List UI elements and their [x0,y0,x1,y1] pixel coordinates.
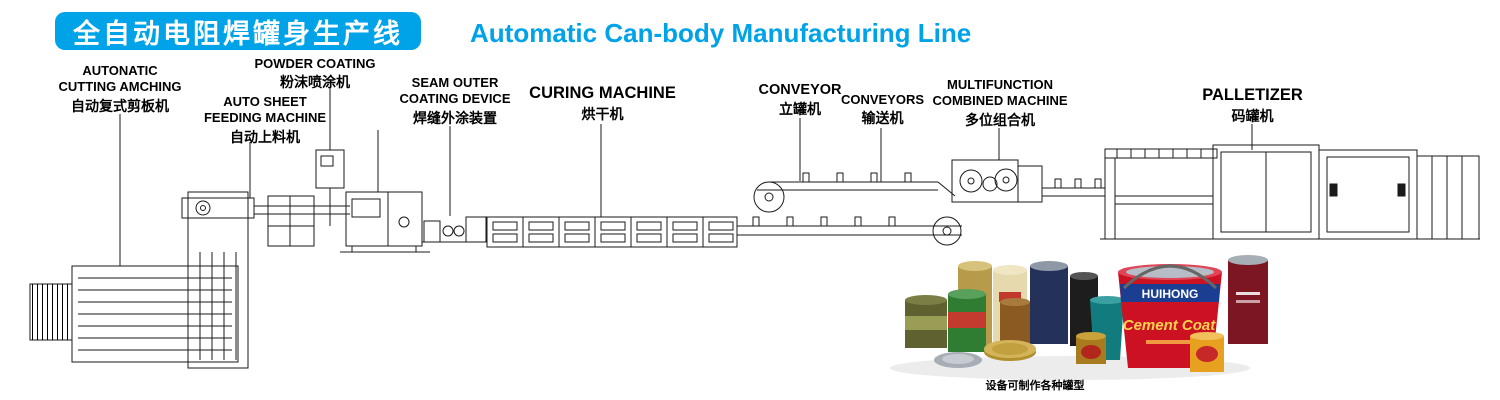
station-name-cn: 输送机 [861,110,904,127]
multifunction-machine-drawing [951,159,1105,203]
station-name-en: CURING MACHINE [529,84,676,102]
station-name-en: CONVEYOR [758,82,842,98]
station-name-cn: 码罐机 [1231,107,1274,124]
station-name-en: MULTIFUNCTION COMBINED MACHINE [932,77,1068,109]
powder-coater-drawing [315,149,345,226]
seam-coater-drawing [422,216,487,243]
title-banner: 全自动电阻焊罐身生产线 [55,12,421,50]
station-name-cn: 烘干机 [581,105,624,122]
cans-photo: HUIHONG Cement Coat [890,255,1268,380]
sheet-stack-drawing [29,265,239,363]
conveyor-upper-drawing [753,172,956,213]
title-chinese: 全自动电阻焊罐身生产线 [73,18,403,49]
station-label-conveyors: CONVEYORS 输送机 [825,92,940,127]
station-name-en: CONVEYORS [840,92,925,107]
station-label-cutting-machine: AUTONATIC CUTTING AMCHING 自动复式剪板机 [20,63,220,115]
cutting-machine-drawing [181,191,255,369]
station-name-cn: 立罐机 [779,101,821,118]
station-label-multifunction-machine: MULTIFUNCTION COMBINED MACHINE 多位组合机 [905,77,1095,129]
station-label-powder-coating: POWDER COATING 粉沫喷涂机 [230,56,400,91]
station-name-cn: 自动上料机 [230,128,300,145]
station-name-en: SEAM OUTER COATING DEVICE [399,75,511,107]
curing-machine-drawing [486,216,738,248]
station-name-cn: 自动复式剪板机 [71,97,169,114]
station-name-cn: 焊缝外涂装置 [413,109,497,126]
photo-caption: 设备可制作各种罐型 [985,380,1085,392]
station-name-en: POWDER COATING [254,56,376,71]
pail-product-text: Cement Coat [1123,317,1217,334]
title-english: Automatic Can-body Manufacturing Line [470,18,972,48]
pail-brand-text: HUIHONG [1142,287,1199,301]
station-label-palletizer: PALLETIZER 码罐机 [1170,85,1335,125]
palletizer-drawing [1100,144,1480,240]
station-name-en: PALLETIZER [1202,86,1303,104]
welder-drawing [340,191,430,253]
leader-lines [119,88,1253,266]
station-name-cn: 多位组合机 [965,111,1035,128]
station-label-curing-machine: CURING MACHINE 烘干机 [500,83,705,123]
station-label-conveyor: CONVEYOR 立罐机 [745,81,855,118]
conveyor-lower-drawing [737,216,962,246]
station-name-en: AUTO SHEET FEEDING MACHINE [203,94,327,126]
sheet-feeder-drawing [254,195,350,247]
station-label-sheet-feeder: AUTO SHEET FEEDING MACHINE 自动上料机 [170,94,360,146]
station-name-en: AUTONATIC CUTTING AMCHING [58,63,182,95]
station-name-cn: 粉沫喷涂机 [280,74,350,91]
station-label-seam-coater: SEAM OUTER COATING DEVICE 焊缝外涂装置 [375,75,535,127]
